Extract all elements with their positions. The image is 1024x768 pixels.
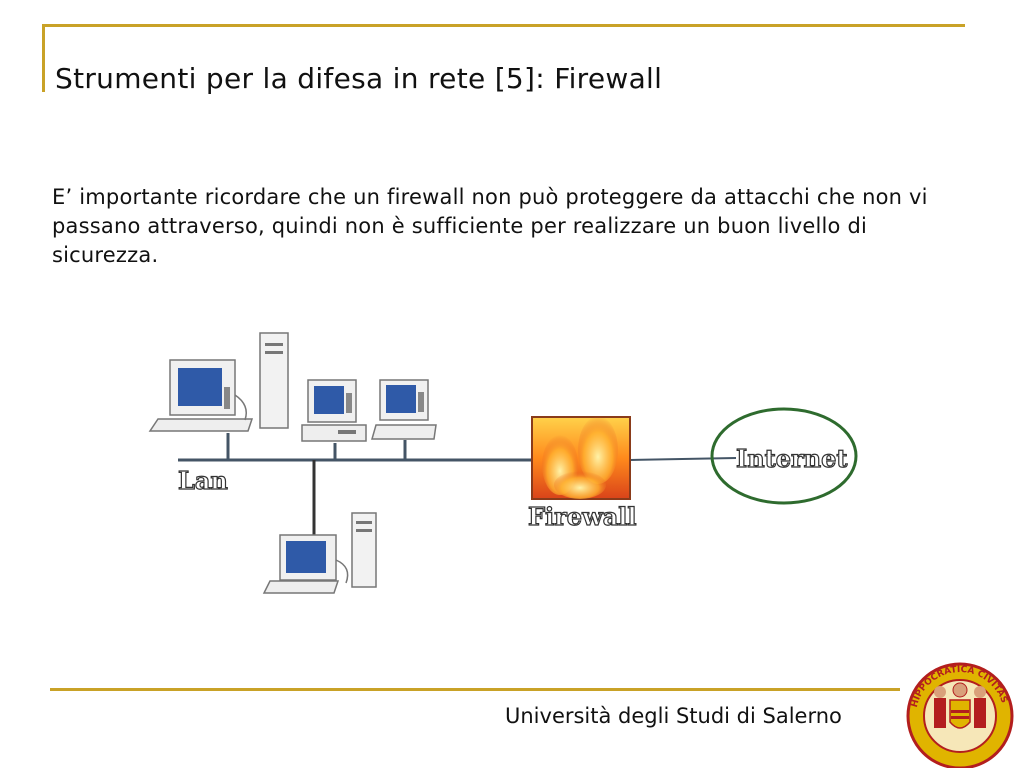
internet-icon bbox=[710, 407, 858, 505]
firewall-label: Firewall bbox=[528, 502, 637, 531]
computer-4-icon bbox=[262, 512, 377, 594]
university-seal-icon: HIPPOCRATICA CIVITAS bbox=[906, 662, 1014, 768]
firewall-internet-cable bbox=[629, 457, 737, 461]
slide-body-text: E’ importante ricordare che un firewall … bbox=[52, 185, 928, 267]
network-diagram: Lan Firewall Internet bbox=[148, 332, 858, 594]
computer-2-icon bbox=[301, 379, 367, 442]
computer-3-icon bbox=[371, 379, 437, 440]
lan-label: Lan bbox=[178, 466, 228, 495]
top-rule-left-bar bbox=[42, 24, 45, 92]
computer-1-icon bbox=[148, 332, 289, 432]
firewall-icon bbox=[531, 416, 631, 500]
internet-label: Internet bbox=[736, 444, 847, 473]
footer-university: Università degli Studi di Salerno bbox=[505, 704, 842, 728]
bottom-rule bbox=[50, 688, 900, 691]
slide-title: Strumenti per la difesa in rete [5]: Fir… bbox=[55, 62, 663, 95]
top-rule bbox=[42, 24, 965, 27]
